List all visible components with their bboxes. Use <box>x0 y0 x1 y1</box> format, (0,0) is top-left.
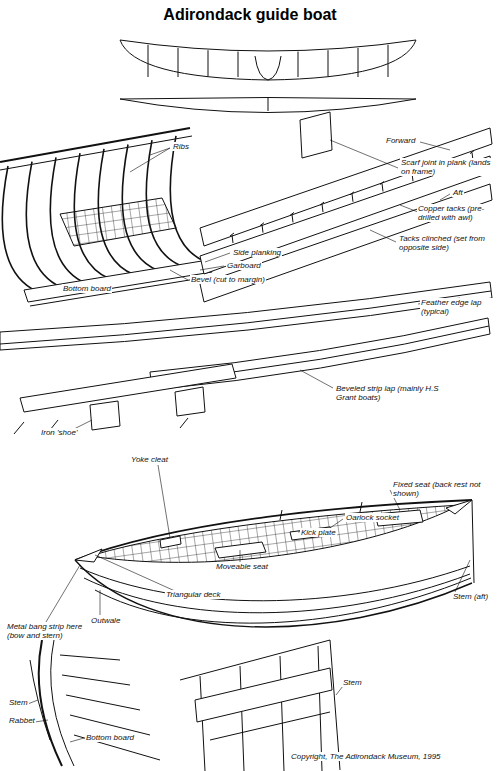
drawing-stroke <box>472 500 474 583</box>
drawing-stroke <box>75 560 472 627</box>
part-label: Kick plate <box>300 528 337 537</box>
drawing-stroke <box>210 712 330 740</box>
drawing-stroke <box>230 233 234 243</box>
drawing-stroke <box>330 519 343 528</box>
drawing-stroke <box>208 50 209 77</box>
drawing-stroke <box>158 465 170 538</box>
drawing-stroke <box>30 660 50 740</box>
drawing-stroke <box>0 136 192 170</box>
part-label: Metal bang strip here (bow and stern) <box>6 622 88 640</box>
part-label: Side planking <box>232 248 282 257</box>
part-label: Garboard <box>226 261 262 270</box>
part-label: Forward <box>385 136 416 145</box>
drawing-stroke <box>175 387 205 416</box>
drawing-stroke <box>2 166 38 292</box>
part-label: Copper tacks (pre-drilled with awl) <box>417 204 497 222</box>
drawing-stroke <box>70 738 84 742</box>
drawing-stroke <box>0 40 492 771</box>
drawing-stroke <box>300 370 333 388</box>
drawing-stroke <box>200 266 224 270</box>
drawing-stroke <box>60 198 176 246</box>
drawing-stroke <box>20 364 236 412</box>
part-label: Triangular deck <box>165 590 222 599</box>
drawing-stroke <box>440 194 450 200</box>
part-label: Stem <box>342 678 363 687</box>
drawing-stroke <box>238 52 239 77</box>
part-label: Bevel (cut to margin) <box>190 275 266 284</box>
part-label: Oarlock socket <box>345 513 400 522</box>
drawing-stroke <box>148 45 388 77</box>
drawing-stroke <box>255 56 281 80</box>
drawing-stroke <box>350 192 354 202</box>
part-label: Scarf joint in plank (lands on frame) <box>400 158 497 176</box>
drawing-stroke <box>290 212 294 222</box>
drawing-stroke <box>90 401 120 430</box>
drawing-stroke <box>51 640 74 766</box>
drawing-stroke <box>120 40 416 80</box>
drawing-stroke <box>400 205 418 212</box>
drawing-stroke <box>380 182 384 192</box>
part-label: Stem (aft) <box>452 592 489 601</box>
drawing-stroke <box>60 655 160 760</box>
drawing-stroke <box>170 270 188 280</box>
part-label: Bottom board <box>85 733 135 742</box>
drawing-stroke <box>420 142 450 150</box>
drawing-stroke <box>170 136 206 262</box>
drawing-stroke <box>336 686 343 695</box>
part-label: Ribs <box>172 142 190 151</box>
drawing-stroke <box>446 500 472 514</box>
drawing-stroke <box>148 45 149 77</box>
drawing-stroke <box>100 590 101 615</box>
part-label: Stem <box>8 698 29 707</box>
drawing-stroke <box>260 223 264 233</box>
part-label: Iron 'shoe' <box>40 428 78 437</box>
drawing-stroke <box>39 640 62 766</box>
drawing-stroke <box>455 560 470 592</box>
part-label: Feather edge lap (typical) <box>420 298 497 316</box>
part-label: Moveable seat <box>215 562 269 571</box>
drawing-stroke <box>268 97 269 111</box>
drawing-stroke <box>215 542 266 558</box>
part-label: Fixed seat (back rest not shown) <box>392 480 494 498</box>
drawing-stroke <box>25 140 470 742</box>
drawing-stroke <box>30 276 214 306</box>
drawing-stroke <box>328 50 329 77</box>
drawing-stroke <box>84 574 470 613</box>
drawing-stroke <box>120 98 416 113</box>
drawing-stroke <box>35 720 48 722</box>
drawing-stroke <box>370 230 396 242</box>
drawing-stroke <box>75 500 472 560</box>
drawing-stroke <box>80 566 470 601</box>
drawing-stroke <box>75 549 102 562</box>
part-label: Yoke cleat <box>130 455 169 464</box>
part-label: Rabbet <box>8 716 36 725</box>
drawing-stroke <box>178 48 179 77</box>
drawing-stroke <box>0 128 190 162</box>
drawing-stroke <box>240 550 241 562</box>
drawing-stroke <box>26 162 62 288</box>
drawing-stroke <box>95 555 175 591</box>
drawing-stroke <box>320 202 324 212</box>
part-label: Aft <box>452 188 464 197</box>
part-label: Tacks clinched (set from opposite side) <box>398 234 495 252</box>
drawing-stroke <box>358 48 359 77</box>
title: Adirondack guide boat <box>0 6 500 24</box>
drawing-stroke <box>195 668 332 722</box>
drawing-stroke <box>388 45 389 77</box>
drawing-stroke <box>300 112 332 158</box>
drawing-stroke <box>298 52 299 77</box>
part-label: Beveled strip lap (mainly H.S Grant boat… <box>335 384 442 402</box>
drawing-stroke <box>90 505 460 562</box>
part-label: Copyright, The Adirondack Museum, 1995 <box>290 752 442 761</box>
part-label: Outwale <box>90 616 121 625</box>
drawing-stroke <box>160 536 181 548</box>
part-label: Bottom board <box>62 284 112 293</box>
drawing-stroke <box>95 578 471 623</box>
drawing-stroke <box>130 148 170 172</box>
